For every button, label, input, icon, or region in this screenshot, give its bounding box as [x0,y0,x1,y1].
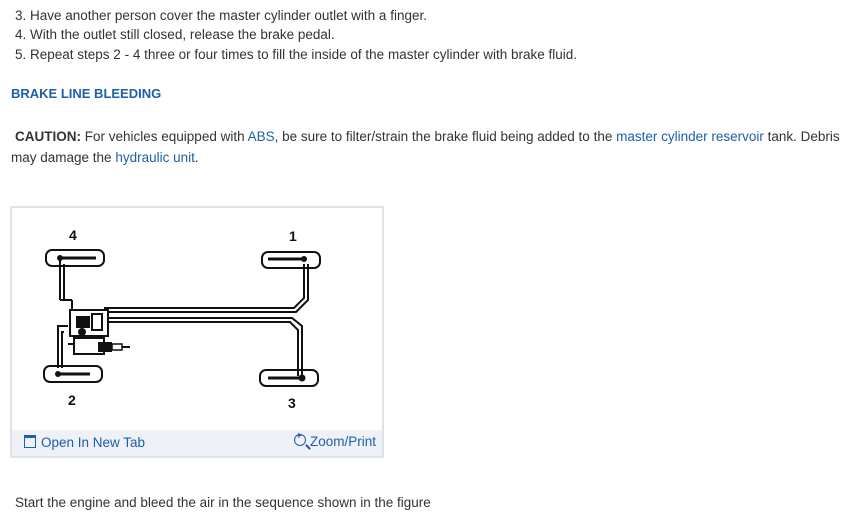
wheel-front-right [261,251,321,269]
caution-text-4: . [194,150,199,165]
caution-text-2: , be sure to filter/strain the brake flu… [274,129,617,144]
wheel-label-4: 4 [69,227,77,243]
section-title: BRAKE LINE BLEEDING [11,86,162,101]
bleed-sequence-instruction: Start the engine and bleed the air in th… [15,495,431,510]
step-4: 4. With the outlet still closed, release… [15,27,335,42]
zoom-in-icon [293,431,306,446]
caution-paragraph: CAUTION: For vehicles equipped with ABS,… [11,126,846,168]
caution-text-1: For vehicles equipped with [81,129,248,144]
open-in-new-tab-label: Open In New Tab [41,435,146,450]
abs-link[interactable]: ABS [247,129,275,144]
zoom-print-link[interactable]: Zoom/Print [293,431,376,449]
zoom-print-label: Zoom/Print [309,434,376,449]
open-in-new-tab-link[interactable]: Open In New Tab [24,435,145,450]
caution-text-3: tank. Debris may damage the [11,129,840,165]
wheel-front-left [45,249,105,267]
brake-bleeding-figure: 4 1 2 3 Open In New Tab Zoom/Print [10,206,384,458]
figure-toolbar: Open In New Tab Zoom/Print [12,430,382,456]
wheel-label-3: 3 [288,395,296,411]
master-cylinder-reservoir-link[interactable]: master cylinder reservoir [616,129,764,144]
step-5: 5. Repeat steps 2 - 4 three or four time… [15,47,578,62]
wheel-rear-right [259,369,319,387]
caution-label: CAUTION: [15,129,81,144]
brake-lines [57,258,309,376]
step-3: 3. Have another person cover the master … [15,8,427,23]
hydraulic-unit-link[interactable]: hydraulic unit [115,150,195,165]
wheel-label-2: 2 [68,392,76,408]
wheel-label-1: 1 [289,228,297,244]
brake-line-diagram: 4 1 2 3 [43,227,321,411]
open-in-new-tab-icon [24,435,36,448]
abs-hydraulic-unit [68,309,130,355]
wheel-rear-left [43,365,103,383]
